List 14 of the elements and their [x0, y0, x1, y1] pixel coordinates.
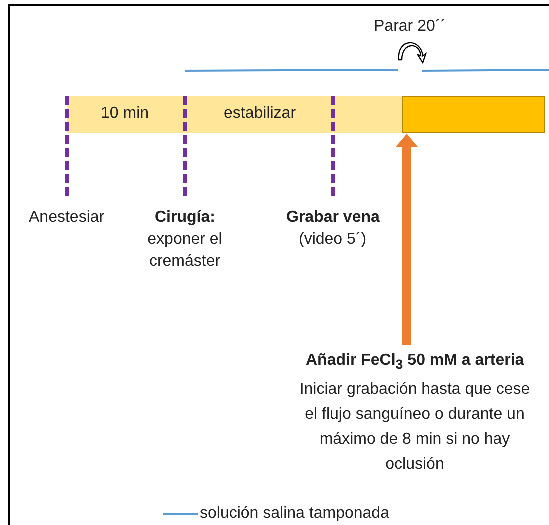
step-heading: Añadir FeCl$_{3}$ 50 mM a arteria: [306, 351, 524, 374]
step-label: Grabar vena: [286, 208, 380, 228]
step-label: Cirugía:: [155, 208, 216, 228]
arrow: [396, 134, 418, 345]
phase-label: 10 min: [101, 104, 150, 124]
step-label: exponer el cremáster: [146, 230, 224, 272]
legend-label: solución salina tamponada: [200, 504, 390, 524]
timeline-band: [67, 96, 402, 133]
step-label: Parar 20´´: [374, 17, 446, 37]
step-label: Anestesiar: [29, 208, 105, 228]
step-label: (video 5´): [299, 230, 367, 250]
occlusion-bar: [402, 96, 545, 133]
step-description: Iniciar grabación hasta que cese el flujo sanguíneo o durante un máximo de 8 min si no hay oclusión: [299, 380, 531, 475]
phase-label: estabilizar: [224, 104, 296, 124]
